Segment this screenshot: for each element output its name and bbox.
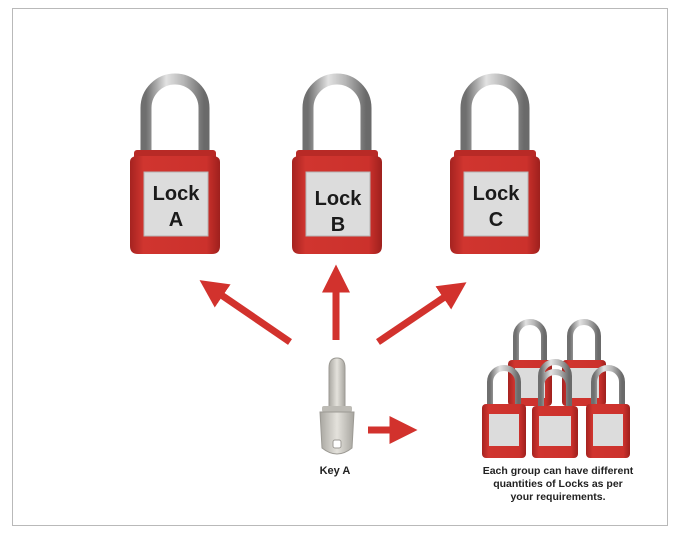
lock-b-letter: B	[331, 214, 345, 236]
lock-c-letter: C	[489, 209, 503, 231]
padlock-c: Lock C	[450, 79, 540, 254]
padlock-b: Lock B	[292, 79, 382, 254]
key-label: Key A	[300, 465, 370, 477]
key-icon	[320, 358, 354, 454]
lock-group-caption: Each group can have different quantities…	[458, 465, 658, 504]
padlock-a: Lock A	[130, 79, 220, 254]
caption-line-2: quantities of Locks as per	[458, 478, 658, 491]
lock-group-illustration	[482, 322, 630, 458]
lock-a-title: Lock	[153, 183, 201, 205]
arrow-to-lock-c	[378, 292, 452, 342]
lock-c-title: Lock	[473, 183, 521, 205]
lock-a-letter: A	[169, 209, 183, 231]
arrow-to-lock-a	[214, 290, 290, 342]
caption-line-3: your requirements.	[458, 491, 658, 504]
lock-b-title: Lock	[315, 188, 363, 210]
caption-line-1: Each group can have different	[458, 465, 658, 478]
